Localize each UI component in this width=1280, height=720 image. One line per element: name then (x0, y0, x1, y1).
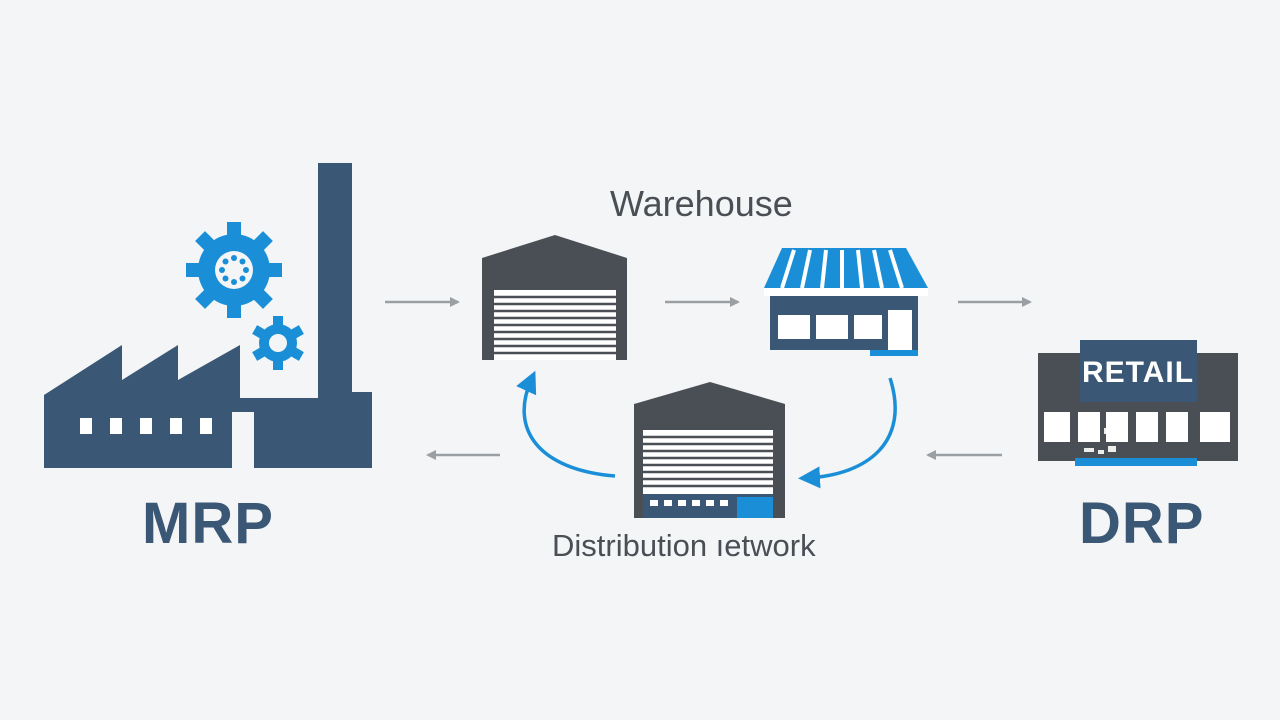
arrow-store-to-network (798, 377, 897, 489)
mrp-label: MRP (142, 491, 274, 556)
factory-icon (44, 163, 372, 468)
gear-icon (186, 222, 304, 370)
cycle-arrows (516, 370, 897, 489)
retail-store-icon: RETAIL (1038, 340, 1238, 466)
drp-label: DRP (1079, 491, 1205, 556)
storefront-icon (764, 248, 928, 356)
retail-sign-text: RETAIL (1082, 356, 1194, 389)
warehouse-label: Warehouse (610, 183, 793, 224)
distribution-center-icon (634, 382, 785, 518)
flow-arrows (385, 297, 1032, 460)
warehouse-icon (482, 235, 627, 360)
distribution-network-label: Distribution ıetwork (552, 528, 816, 563)
arrow-network-to-warehouse (516, 370, 616, 478)
